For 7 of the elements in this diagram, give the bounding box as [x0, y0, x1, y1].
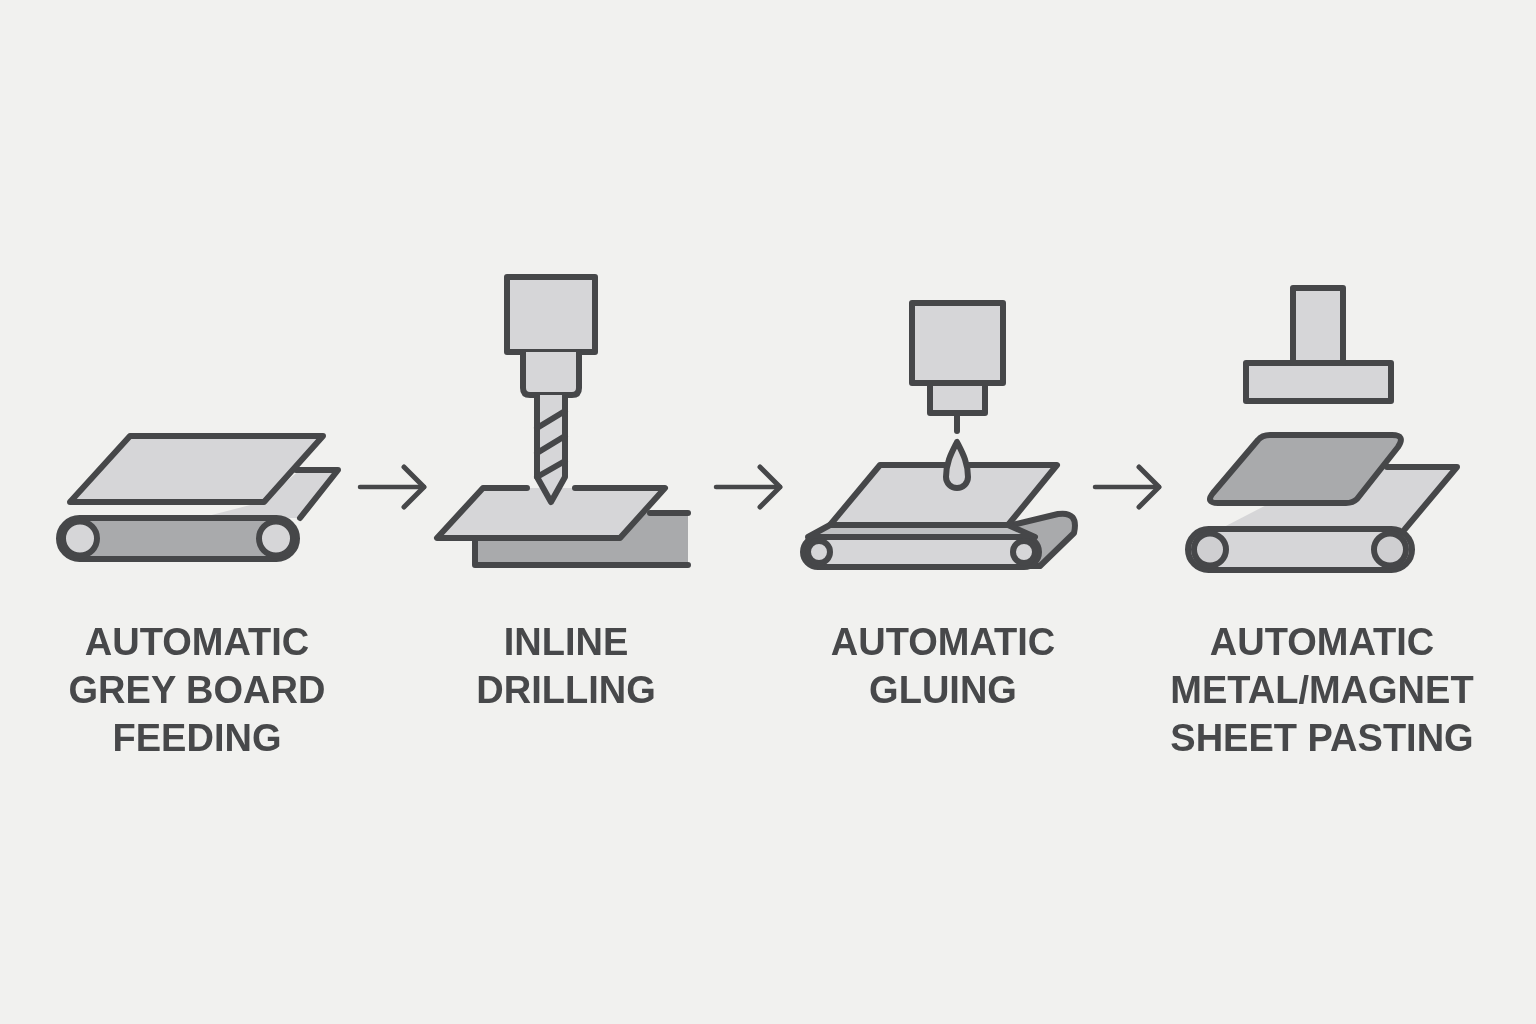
arrow	[713, 464, 783, 510]
step-label: AUTOMATIC GREY BOARD FEEDING	[67, 620, 327, 761]
step-label: INLINE DRILLING	[475, 620, 657, 713]
arrow	[357, 464, 427, 510]
step-label: AUTOMATIC METAL/MAGNET SHEET PASTING	[1169, 620, 1475, 761]
arrow	[1092, 464, 1162, 510]
step-label: AUTOMATIC GLUING	[829, 620, 1057, 713]
